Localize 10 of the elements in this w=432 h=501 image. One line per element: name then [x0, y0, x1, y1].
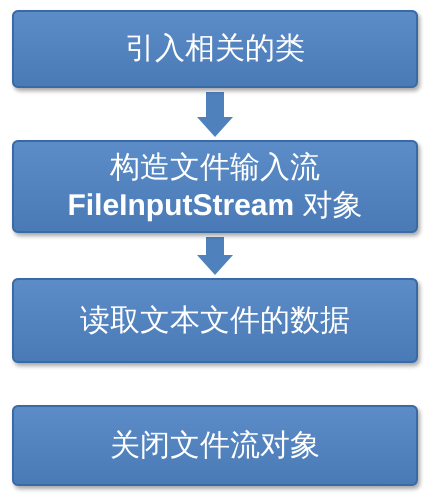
process-box: [12, 278, 418, 363]
process-box: [12, 10, 418, 88]
box-label: 关闭文件流对象: [110, 428, 320, 464]
arrow: [197, 92, 233, 137]
box-label: 构造文件输入流FileInputStream 对象: [66, 150, 364, 224]
box-label: 引入相关的类: [125, 31, 305, 67]
process-box: [12, 405, 418, 486]
arrow: [197, 237, 233, 275]
box-label: 读取文本文件的数据: [80, 302, 350, 338]
process-box: [12, 140, 418, 233]
